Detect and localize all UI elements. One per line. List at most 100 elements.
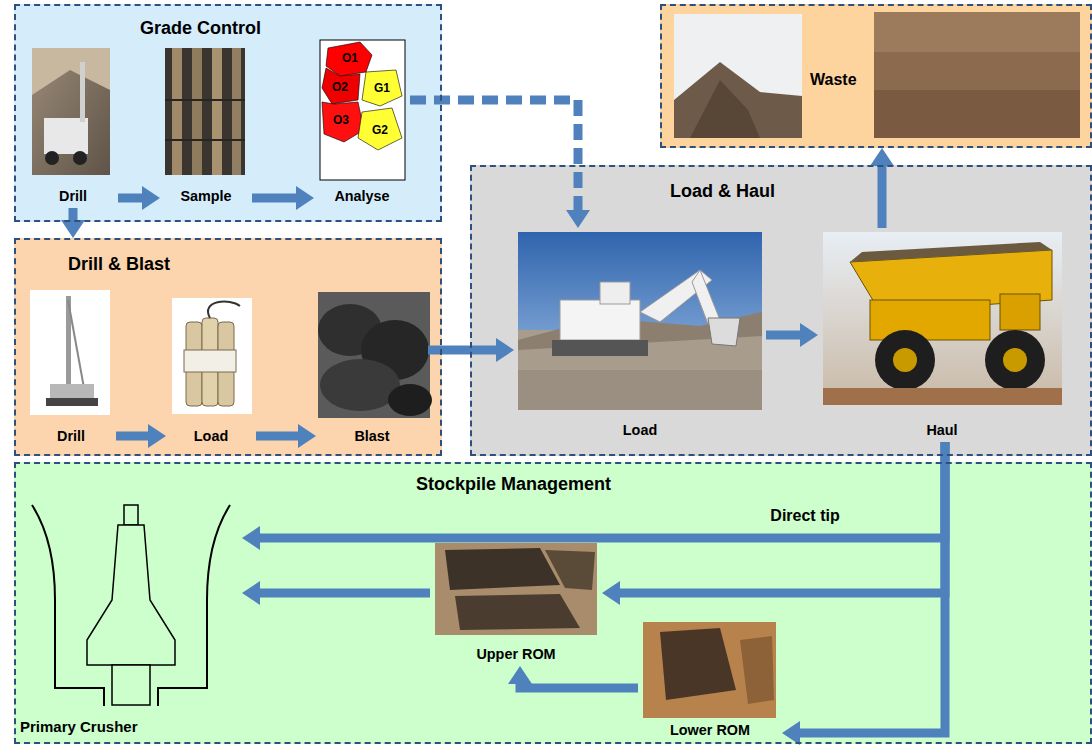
drill-rig-photo	[30, 290, 110, 415]
region-fill	[14, 238, 442, 456]
arrow-head	[800, 323, 818, 347]
arrow-shaft	[118, 194, 144, 203]
step-label: Drill	[28, 188, 118, 205]
region-fill	[14, 4, 442, 222]
arrow-head	[298, 424, 316, 448]
arrow-shaft	[428, 346, 498, 355]
step-label: Lower ROM	[638, 722, 782, 739]
excavator-photo	[518, 232, 762, 410]
arrow-head	[142, 186, 160, 210]
step-label: Upper ROM	[430, 646, 602, 663]
arrow-shaft	[258, 589, 430, 598]
process-step: Drill	[26, 288, 116, 448]
edge-label: Direct tip	[767, 507, 842, 525]
process-step: Haul	[818, 228, 1066, 442]
flow-arrow	[252, 186, 314, 210]
step-label: Sample	[160, 188, 252, 205]
flow-arrow	[766, 323, 818, 347]
arrow-head	[508, 666, 532, 684]
process-step: Sample	[160, 46, 252, 208]
region-title: Drill & Blast	[68, 254, 170, 276]
step-label: Haul	[818, 422, 1066, 439]
process-step: Drill	[28, 46, 118, 208]
flow-arrow	[870, 148, 894, 228]
arrow-head	[61, 220, 85, 238]
process-step: Upper ROM	[430, 540, 602, 666]
arrow-shaft	[252, 194, 298, 203]
zone-label: O1	[342, 51, 358, 65]
flow-arrow	[508, 666, 638, 688]
flow-arrow	[782, 442, 945, 745]
flow-arrow	[602, 442, 945, 605]
explosive-photo	[172, 298, 252, 414]
step-label: Drill	[26, 428, 116, 445]
region-fill	[660, 4, 1092, 148]
arrow-shaft	[798, 442, 945, 733]
region-fill	[14, 462, 1092, 744]
arrow-shaft	[69, 208, 78, 222]
process-step: Load	[166, 288, 256, 448]
step-label: Load	[514, 422, 766, 439]
step-label: Blast	[316, 428, 428, 445]
process-step: Blast	[316, 288, 428, 448]
arrow-shaft	[520, 682, 638, 688]
drill-rig-photo	[32, 48, 110, 175]
dashed-flow-arrow	[410, 100, 590, 228]
crusher-symbol	[32, 505, 230, 706]
arrow-head	[496, 338, 514, 362]
grade-map	[320, 40, 405, 180]
waste-dump-photo	[674, 14, 802, 138]
region-panel: Load & HaulLoad Haul	[470, 165, 1092, 456]
region-title: Grade Control	[140, 18, 261, 40]
arrow-head	[148, 424, 166, 448]
process-step: Lower ROM	[638, 618, 782, 742]
arrow-head	[242, 526, 260, 550]
crusher-node: Primary Crusher	[20, 500, 242, 740]
flow-arrow	[116, 424, 166, 448]
zone-label: O2	[332, 80, 348, 94]
region-title: Stockpile Management	[416, 474, 611, 496]
flow-arrow	[256, 424, 316, 448]
arrow-shaft	[258, 442, 945, 538]
arrow-shaft	[410, 100, 578, 212]
region-panel: Grade ControlDrill Sample Analyse	[14, 4, 442, 222]
step-label: Load	[166, 428, 256, 445]
arrow-shaft	[878, 164, 887, 228]
core-sample-photo	[165, 48, 245, 175]
rom-pad-photo	[643, 622, 776, 718]
arrow-shaft	[256, 432, 300, 441]
arrow-head	[296, 186, 314, 210]
region-title: Waste	[810, 70, 857, 89]
haul-truck-photo	[823, 232, 1062, 405]
arrow-head	[566, 210, 590, 228]
zone-label: O3	[333, 113, 349, 127]
zone-label: G1	[374, 81, 390, 95]
flow-arrow	[118, 186, 160, 210]
step-label: Analyse	[314, 188, 410, 205]
arrow-head	[602, 581, 620, 605]
region-panel: Drill & BlastDrill Load Blast	[14, 238, 442, 456]
region-title: Load & Haul	[670, 181, 775, 203]
rom-pad-photo	[435, 543, 597, 635]
process-step: Analyse	[314, 46, 410, 208]
region-fill	[470, 165, 1092, 456]
arrow-head	[870, 148, 894, 166]
step-label: Primary Crusher	[20, 718, 138, 736]
arrow-head	[782, 721, 800, 745]
arrow-head	[242, 581, 260, 605]
flow-arrow	[61, 208, 85, 238]
arrow-shaft	[116, 432, 150, 441]
region-panel: Waste	[660, 4, 1092, 148]
blast-photo	[318, 292, 432, 418]
flow-arrow	[242, 442, 945, 550]
zone-label: G2	[372, 123, 388, 137]
process-step: Load	[514, 228, 766, 442]
region-panel: Stockpile ManagementPrimary Crusher Upper…	[14, 462, 1092, 744]
flow-arrow	[242, 581, 430, 605]
arrow-shaft	[766, 331, 802, 340]
waste-gravel-photo	[874, 12, 1080, 138]
arrow-shaft	[618, 442, 945, 593]
